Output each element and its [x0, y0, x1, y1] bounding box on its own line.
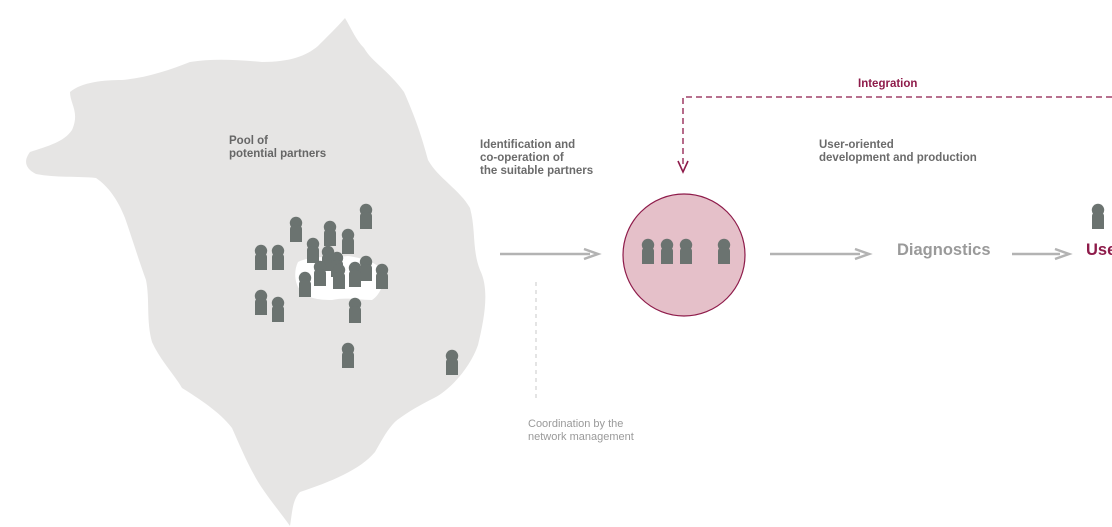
person-icon: [348, 297, 362, 323]
users-label: Use: [1086, 241, 1112, 259]
user-oriented-label-line: User-oriented: [819, 139, 894, 151]
person-icon: [332, 263, 346, 289]
identification-label: Identification and co-operation of the s…: [480, 139, 593, 178]
person-icon: [254, 289, 268, 315]
identification-label-line: Identification and: [480, 139, 576, 151]
person-icon: [445, 349, 459, 375]
person-icon: [348, 261, 362, 287]
person-icon: [254, 244, 268, 270]
pool-label: Pool of potential partners: [229, 135, 326, 161]
coordination-label-line: network management: [528, 431, 634, 443]
arrow-to-users: [1012, 247, 1073, 261]
user-oriented-label-line: development and production: [819, 152, 977, 164]
person-icon: [660, 238, 674, 264]
integration-loop: [677, 96, 1112, 174]
person-icon: [641, 238, 655, 264]
person-icon: [313, 260, 327, 286]
person-icon: [271, 244, 285, 270]
arrow-to-diagnostics: [770, 247, 873, 261]
person-icon: [306, 237, 320, 263]
user-oriented-label: User-oriented development and production: [819, 139, 977, 165]
pool-label-line: potential partners: [229, 148, 327, 160]
coordination-label: Coordination by the network management: [528, 418, 634, 444]
partner-pool-region: [26, 18, 486, 526]
person-icon: [323, 220, 337, 246]
pool-label-line: Pool of: [229, 135, 268, 147]
diagnostics-label: Diagnostics: [897, 241, 991, 259]
person-icon: [359, 255, 373, 281]
person-icon: [717, 238, 731, 264]
person-icon: [1091, 203, 1105, 229]
person-icon: [341, 342, 355, 368]
integration-label: Integration: [858, 78, 918, 90]
coordination-label-line: Coordination by the: [528, 418, 624, 430]
person-icon: [679, 238, 693, 264]
identification-label-line: the suitable partners: [480, 165, 594, 177]
identification-label-line: co-operation of: [480, 152, 564, 164]
person-icon: [359, 203, 373, 229]
person-icon: [298, 271, 312, 297]
person-icon: [289, 216, 303, 242]
person-icon: [375, 263, 389, 289]
person-icon: [341, 228, 355, 254]
arrow-to-circle: [500, 247, 602, 261]
person-icon: [271, 296, 285, 322]
